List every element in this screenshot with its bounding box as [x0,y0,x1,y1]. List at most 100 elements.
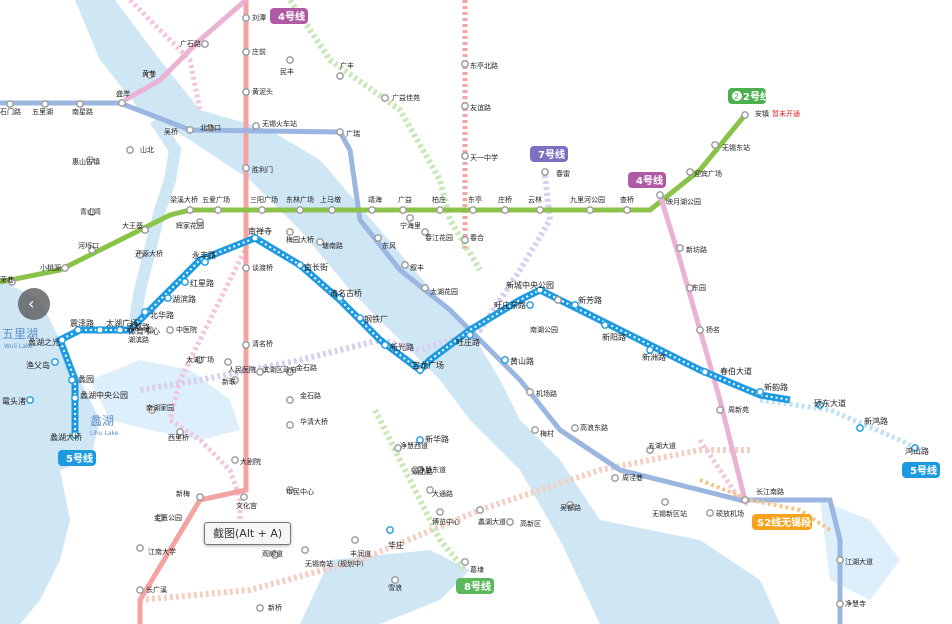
station-marker[interactable] [86,156,94,164]
line5-badge-east[interactable]: 5号线 [902,462,940,478]
station-marker[interactable] [26,396,34,404]
station-marker[interactable] [6,100,14,108]
station-marker[interactable] [206,124,214,132]
station-marker[interactable] [146,71,154,79]
station-marker[interactable] [436,508,444,516]
station-marker[interactable] [701,368,709,376]
station-marker[interactable] [256,604,264,612]
station-marker[interactable] [61,264,69,272]
station-marker[interactable] [240,493,248,501]
station-marker[interactable] [566,501,574,509]
station-marker[interactable] [242,14,250,22]
station-marker[interactable] [336,72,344,80]
station-marker[interactable] [526,388,534,396]
station-marker[interactable] [836,600,844,608]
station-marker[interactable] [176,428,184,436]
station-marker[interactable] [416,366,424,374]
station-marker[interactable] [716,406,724,414]
station-marker[interactable] [242,88,250,96]
station-marker[interactable] [118,99,126,107]
station-marker[interactable] [196,493,204,501]
line4-badge-north[interactable]: 4号线 [270,8,308,24]
station-marker[interactable] [251,234,259,242]
station-marker[interactable] [421,284,429,292]
station-marker[interactable] [711,141,719,149]
station-marker[interactable] [201,40,209,48]
station-marker[interactable] [231,456,239,464]
station-marker[interactable] [316,238,324,246]
station-marker[interactable] [286,56,294,64]
line5-badge-west[interactable]: 5号线 [58,450,96,466]
station-marker[interactable] [71,431,79,439]
station-marker[interactable] [51,358,59,366]
station-marker[interactable] [126,146,134,154]
station-marker[interactable] [411,466,419,474]
station-marker[interactable] [391,576,399,584]
station-marker[interactable] [336,294,344,302]
station-marker[interactable] [526,301,534,309]
station-marker[interactable] [476,506,484,514]
line2-badge[interactable]: 2 2号线 [728,88,770,104]
station-marker[interactable] [646,346,654,354]
station-marker[interactable] [141,308,149,316]
station-marker[interactable] [286,421,294,429]
station-marker[interactable] [186,126,194,134]
station-marker[interactable] [76,100,84,108]
station-marker[interactable] [328,206,336,214]
station-marker[interactable] [601,321,609,329]
station-marker[interactable] [242,164,250,172]
station-marker[interactable] [368,206,376,214]
station-marker[interactable] [676,244,684,252]
station-marker[interactable] [586,206,594,214]
station-marker[interactable] [88,208,96,216]
station-marker[interactable] [741,111,749,119]
station-marker[interactable] [286,368,294,376]
station-marker[interactable] [201,258,209,266]
station-marker[interactable] [256,368,264,376]
station-marker[interactable] [536,206,544,214]
station-marker[interactable] [856,424,864,432]
station-marker[interactable] [88,246,96,254]
station-marker[interactable] [296,206,304,214]
station-marker[interactable] [399,206,407,214]
station-marker[interactable] [756,388,764,396]
station-marker[interactable] [224,358,232,366]
station-marker[interactable] [136,586,144,594]
station-marker[interactable] [696,326,704,334]
station-marker[interactable] [623,206,631,214]
station-marker[interactable] [41,100,49,108]
station-marker[interactable] [706,509,714,517]
station-marker[interactable] [214,206,222,214]
station-marker[interactable] [656,191,664,199]
station-marker[interactable] [461,102,469,110]
station-marker[interactable] [96,326,104,334]
station-marker[interactable] [351,536,359,544]
station-marker[interactable] [741,496,749,504]
station-marker[interactable] [646,446,654,454]
station-marker[interactable] [836,556,844,564]
station-marker[interactable] [242,341,250,349]
station-marker[interactable] [141,226,149,234]
station-marker[interactable] [466,331,474,339]
station-marker[interactable] [469,206,477,214]
station-marker[interactable] [136,544,144,552]
station-marker[interactable] [686,168,694,176]
station-marker[interactable] [506,518,514,526]
station-marker[interactable] [136,251,144,259]
lineS2-badge[interactable]: S2线无锡段 [752,514,812,530]
station-marker[interactable] [258,206,266,214]
station-marker[interactable] [381,341,389,349]
station-marker[interactable] [271,551,279,559]
station-marker[interactable] [242,264,250,272]
line7-badge[interactable]: 7号线 [530,146,568,162]
station-marker[interactable] [68,376,76,384]
station-marker[interactable] [286,486,294,494]
station-marker[interactable] [461,236,469,244]
station-marker[interactable] [386,526,394,534]
station-marker[interactable] [536,286,544,294]
station-marker[interactable] [374,234,382,242]
station-marker[interactable] [74,326,82,334]
back-button[interactable]: ‹ [18,288,50,320]
station-marker[interactable] [911,444,919,452]
